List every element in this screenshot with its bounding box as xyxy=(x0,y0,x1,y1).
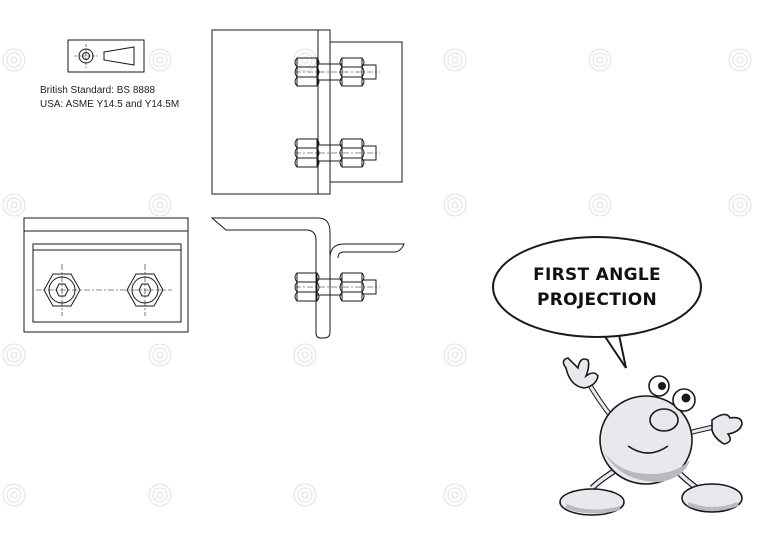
plan-view xyxy=(23,217,189,333)
speech-bubble-line1: FIRST ANGLE xyxy=(533,265,661,285)
speech-bubble xyxy=(492,236,702,369)
standard-british-label: British Standard: BS 8888 xyxy=(40,85,156,96)
cartoon-character-icon xyxy=(559,357,743,516)
front-view xyxy=(211,29,403,195)
speech-bubble-line2: PROJECTION xyxy=(536,290,658,310)
projection-symbol-icon xyxy=(67,39,145,73)
end-view xyxy=(210,217,405,339)
standard-usa-label: USA: ASME Y14.5 and Y14.5M xyxy=(40,99,180,110)
